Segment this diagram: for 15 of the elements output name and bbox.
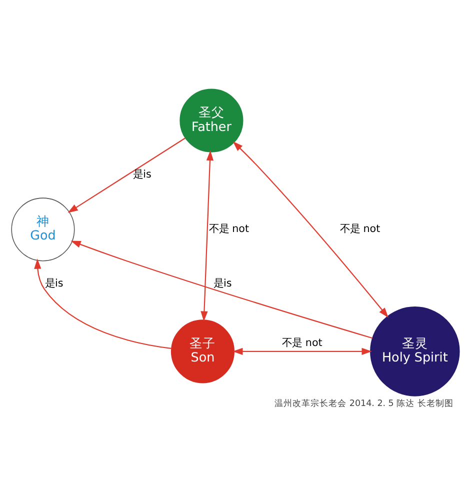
- node-circle: 神 God: [11, 197, 75, 261]
- edge-label: 不是 not: [208, 222, 250, 235]
- arrow: [200, 150, 214, 321]
- node-circle: 圣子 Son: [170, 319, 235, 383]
- arrow: [34, 258, 172, 348]
- edge-label: 是is: [133, 168, 152, 180]
- edge-label: 是is: [213, 277, 232, 290]
- arrow: [68, 137, 186, 212]
- arrow: [232, 347, 372, 354]
- edge-label: 是is: [44, 277, 64, 290]
- caption: 温州改革宗长老会 2014. 2. 5 陈达 长老制图: [274, 398, 454, 409]
- arrow: [232, 140, 388, 318]
- edge-label: 不是 not: [340, 222, 380, 235]
- arrow: [70, 240, 373, 338]
- edge-label: 不是 not: [282, 336, 322, 349]
